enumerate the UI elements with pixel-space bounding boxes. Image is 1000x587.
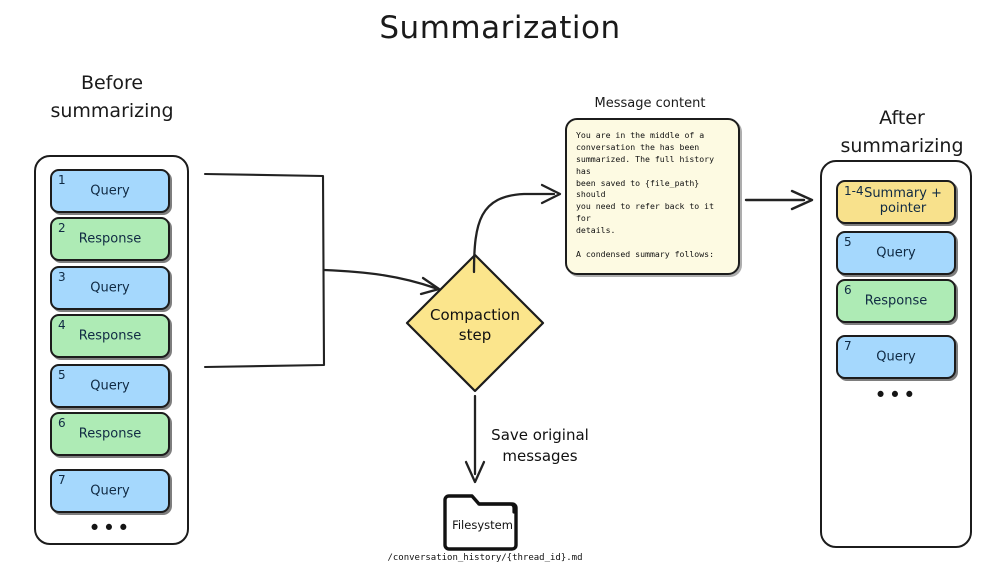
after-card-7[interactable]: 7 Query bbox=[836, 335, 956, 379]
before-card-7-index: 7 bbox=[58, 473, 66, 487]
after-heading-line2: summarizing bbox=[840, 134, 964, 157]
save-label-line2: messages bbox=[502, 447, 578, 465]
before-card-6-index: 6 bbox=[58, 416, 66, 430]
save-original-messages-label: Save original messages bbox=[470, 425, 610, 467]
compaction-step-line1: Compaction bbox=[430, 306, 520, 324]
compaction-to-message-arrow bbox=[472, 183, 562, 274]
after-card-7-index: 7 bbox=[844, 339, 852, 353]
before-card-6[interactable]: 6 Response bbox=[50, 412, 170, 456]
save-to-filesystem-arrow bbox=[464, 394, 486, 484]
after-card-5[interactable]: 5 Query bbox=[836, 231, 956, 275]
before-heading-line1: Before bbox=[80, 72, 144, 94]
after-card-7-label: Query bbox=[876, 349, 916, 365]
before-card-7-label: Query bbox=[90, 483, 130, 499]
after-card-summary[interactable]: 1-4 Summary + pointer bbox=[836, 180, 956, 224]
before-list-ellipsis: ••• bbox=[88, 516, 132, 540]
save-label-line1: Save original bbox=[491, 426, 589, 444]
after-card-6-index: 6 bbox=[844, 283, 852, 297]
message-content-heading: Message content bbox=[594, 96, 706, 111]
before-card-3-index: 3 bbox=[58, 270, 66, 284]
message-content-text: You are in the middle of a conversation … bbox=[576, 130, 715, 273]
after-card-6[interactable]: 6 Response bbox=[836, 279, 956, 323]
before-card-4-index: 4 bbox=[58, 318, 66, 332]
filesystem-label: Filesystem bbox=[452, 518, 513, 532]
before-card-2-index: 2 bbox=[58, 221, 66, 235]
before-card-5[interactable]: 5 Query bbox=[50, 364, 170, 408]
page-title: Summarization bbox=[379, 10, 621, 46]
compaction-step-line2: step bbox=[458, 326, 492, 345]
before-card-3[interactable]: 3 Query bbox=[50, 266, 170, 310]
bracket-to-compaction-connector bbox=[203, 172, 441, 369]
message-content-box: You are in the middle of a conversation … bbox=[565, 118, 740, 275]
before-card-5-label: Query bbox=[90, 378, 130, 394]
before-card-7[interactable]: 7 Query bbox=[50, 469, 170, 513]
before-heading-line2: summarizing bbox=[50, 99, 174, 122]
before-card-6-label: Response bbox=[78, 426, 142, 442]
before-card-5-index: 5 bbox=[58, 368, 66, 382]
message-to-after-arrow bbox=[744, 189, 814, 211]
before-card-3-label: Query bbox=[90, 280, 130, 296]
compaction-step-node[interactable] bbox=[404, 252, 546, 394]
compaction-step-label: Compaction step bbox=[404, 305, 546, 346]
after-list-ellipsis: ••• bbox=[874, 383, 918, 407]
after-heading-line1: After bbox=[879, 107, 925, 129]
before-card-1[interactable]: 1 Query bbox=[50, 169, 170, 213]
after-column-heading: After summarizing bbox=[812, 105, 992, 160]
after-card-5-index: 5 bbox=[844, 235, 852, 249]
before-card-2[interactable]: 2 Response bbox=[50, 217, 170, 261]
after-card-summary-label: Summary + pointer bbox=[864, 186, 942, 216]
before-card-4[interactable]: 4 Response bbox=[50, 314, 170, 358]
filesystem-path: /conversation_history/{thread_id}.md bbox=[387, 553, 583, 563]
before-card-1-index: 1 bbox=[58, 173, 66, 187]
after-card-5-label: Query bbox=[876, 245, 916, 261]
after-card-summary-index: 1-4 bbox=[844, 184, 864, 198]
folder-icon[interactable] bbox=[440, 492, 525, 551]
before-card-2-label: Response bbox=[78, 231, 142, 247]
before-card-4-label: Response bbox=[78, 328, 142, 344]
before-column-heading: Before summarizing bbox=[22, 70, 202, 125]
after-card-6-label: Response bbox=[864, 293, 928, 309]
before-card-1-label: Query bbox=[90, 183, 130, 199]
